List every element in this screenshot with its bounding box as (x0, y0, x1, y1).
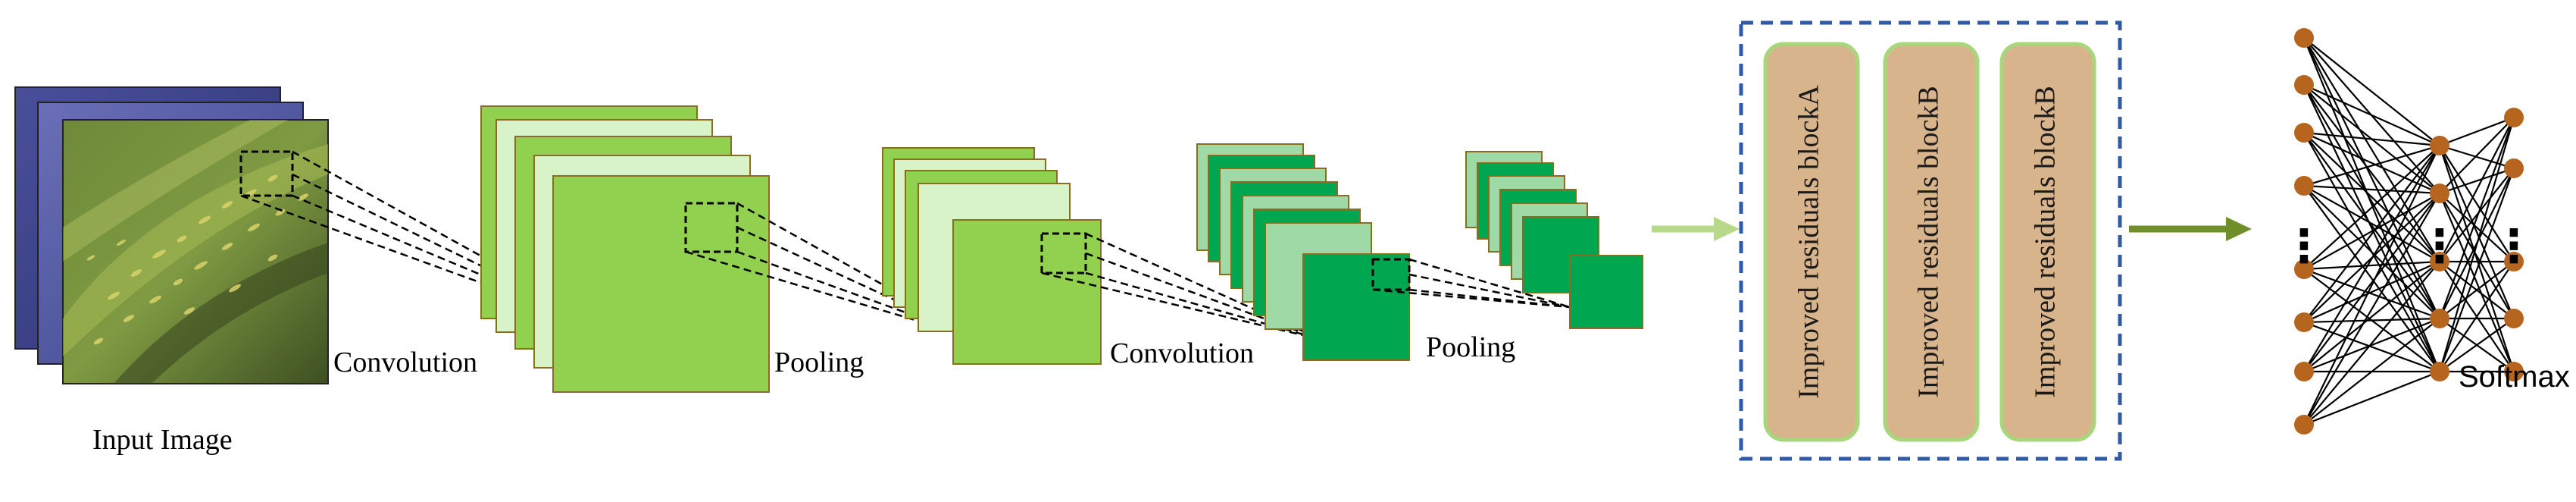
conv2-feature-maps (1196, 143, 1411, 361)
ellipsis-icon: ⋮ (2417, 220, 2462, 273)
residual-block-label: Improved residuals blockB (1913, 86, 1945, 398)
fc-connection (2303, 84, 2440, 372)
neuron (2430, 184, 2449, 203)
fc-connection (2303, 260, 2440, 271)
fc-connection (2303, 83, 2440, 147)
fc-connection (2303, 145, 2440, 270)
fc-connection (2439, 117, 2515, 262)
neuron (2504, 158, 2524, 178)
fc-connection (2438, 168, 2515, 372)
neuron (2294, 362, 2314, 381)
fc-connection (2439, 261, 2515, 319)
feature-map (1569, 255, 1643, 329)
fc-connection (2303, 317, 2440, 373)
fc-connection (2303, 321, 2440, 373)
neuron (2504, 309, 2524, 328)
ellipsis-icon: ⋮ (2491, 220, 2537, 273)
neuron (2504, 252, 2524, 271)
pool2-feature-maps (1465, 151, 1643, 329)
fc-connection (2303, 261, 2440, 425)
convolution-1-label: Convolution (333, 347, 477, 378)
fc-connection (2439, 318, 2515, 372)
fc-connection (2439, 116, 2515, 147)
fc-connection (2303, 261, 2440, 372)
neuron (2294, 176, 2314, 196)
neuron (2294, 312, 2314, 332)
receptive-field-box (239, 150, 294, 197)
fc-connection (2303, 185, 2440, 319)
softmax-label: Softmax (2459, 360, 2570, 394)
fc-connection (2303, 370, 2440, 426)
fc-connection (2303, 268, 2440, 320)
residual-block: Improved residuals blockB (1999, 42, 2096, 442)
conv1-feature-maps (480, 105, 770, 393)
ellipsis-icon: ⋮ (2281, 220, 2327, 273)
projection-lines-4 (1372, 258, 1571, 309)
fc-connection (2439, 168, 2515, 262)
neuron (2504, 108, 2524, 127)
fc-connection (2303, 317, 2440, 324)
fc-connection (2303, 193, 2440, 425)
neuron (2430, 252, 2449, 271)
pooling-1-label: Pooling (774, 347, 864, 378)
fc-connection (2439, 145, 2515, 262)
neuron (2294, 28, 2314, 48)
fc-connection (2303, 145, 2440, 323)
neuron (2294, 415, 2314, 435)
neuron (2294, 75, 2314, 95)
fc-connection (2439, 261, 2515, 372)
pooling-2-label: Pooling (1426, 331, 1515, 363)
fc-connection (2303, 185, 2440, 372)
receptive-field-box (1371, 258, 1411, 291)
fc-connection (2439, 193, 2515, 319)
fc-connection (2439, 193, 2515, 262)
fc-connection (2303, 193, 2440, 270)
fc-connection (2302, 37, 2441, 372)
leaf-image-icon (62, 119, 329, 384)
fc-connection (2438, 145, 2515, 372)
neuron (2430, 136, 2449, 155)
fc-connection (2303, 260, 2440, 324)
fc-connection (2438, 145, 2515, 319)
right-arrow-icon (1652, 217, 1740, 241)
feature-map (952, 219, 1102, 365)
feature-map (1302, 253, 1410, 361)
residual-blocks-dashed-box (1739, 20, 2122, 461)
input-image-stack (14, 86, 329, 384)
fully-connected-network: ⋮ ⋮ ⋮ (2281, 28, 2537, 435)
fc-connection (2303, 318, 2440, 425)
right-arrow-icon (2129, 217, 2252, 241)
fc-connection (2439, 144, 2515, 170)
neuron (2504, 362, 2524, 381)
neuron (2294, 259, 2314, 279)
residual-block: Improved residuals blockA (1763, 42, 1860, 442)
residual-block: Improved residuals blockB (1883, 42, 1980, 442)
fc-connection (2439, 117, 2515, 194)
fc-connection (2303, 185, 2440, 262)
fc-connection (2303, 145, 2440, 425)
neuron (2294, 123, 2314, 143)
neuron (2430, 362, 2449, 381)
fc-connection (2303, 193, 2440, 372)
residual-blocks-group: Improved residuals blockA Improved residu… (1739, 20, 2122, 461)
fc-connection (2303, 145, 2440, 372)
fc-connection (2438, 117, 2515, 372)
pool1-feature-maps (882, 147, 1102, 365)
fc-connection (2303, 37, 2440, 146)
fc-connection (2438, 117, 2515, 319)
feature-map (552, 175, 770, 393)
fc-connection (2439, 167, 2515, 195)
residual-block-label: Improved residuals blockB (2030, 86, 2062, 398)
fc-connection (2303, 132, 2440, 262)
residual-block-label: Improved residuals blockA (1793, 85, 1825, 399)
convolution-2-label: Convolution (1110, 337, 1254, 369)
neuron (2430, 309, 2449, 328)
fc-connection (2303, 131, 2440, 147)
fc-connection (2438, 193, 2515, 372)
fc-connection (2303, 144, 2440, 187)
input-image-label: Input Image (92, 424, 233, 456)
